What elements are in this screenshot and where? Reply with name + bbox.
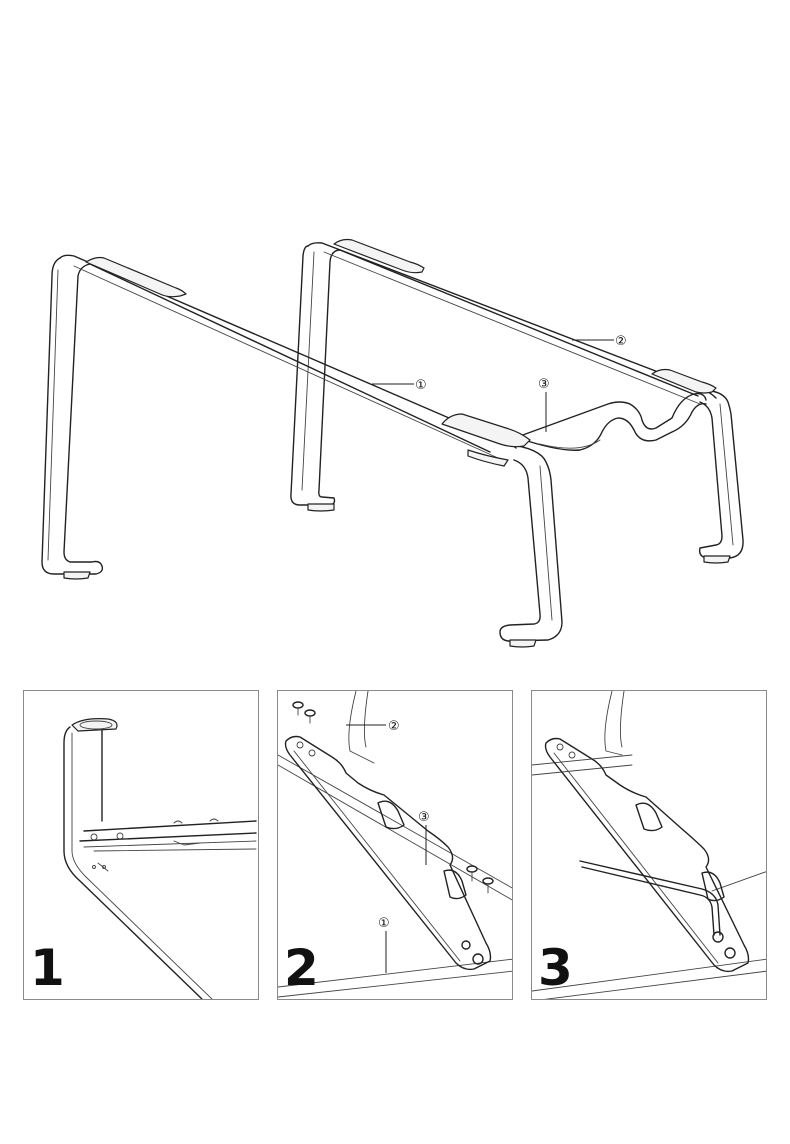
slot [377, 800, 405, 830]
foot-front-left [63, 571, 91, 580]
foot-front-right [509, 639, 537, 648]
bolt-hole [472, 953, 484, 965]
foot-back-left [307, 503, 335, 512]
step-3-drawing [532, 691, 766, 999]
back-leg-right [698, 389, 744, 559]
bolt-hole [90, 833, 98, 841]
bolt-hole [724, 947, 736, 959]
front-leg-left [41, 257, 104, 575]
bolt-hole [712, 931, 724, 943]
screw-icon [292, 701, 304, 716]
step-3-panel: 3 [531, 690, 767, 1000]
step-2-callout-part-3: ③ [418, 810, 430, 825]
slot [443, 869, 467, 900]
slot [701, 871, 725, 902]
callout-part-3: ③ [538, 377, 550, 432]
step-3-number: 3 [538, 939, 573, 997]
step-1-number: 1 [30, 939, 65, 997]
foot-pad-under-rail [467, 449, 509, 467]
step-2-drawing: ② ③ ① [278, 691, 512, 998]
foot-back-right [703, 555, 731, 564]
screw-icon [304, 709, 316, 724]
pad-back-right [651, 368, 717, 394]
back-leg-left [290, 245, 341, 506]
front-leg-right [499, 443, 563, 642]
callout-part-1: ① [372, 378, 427, 393]
screw-icon [482, 877, 494, 894]
step-2-number: 2 [284, 939, 319, 997]
screw-icon [466, 865, 478, 882]
bolt-hole [461, 940, 471, 950]
step-2-callout-part-1: ① [378, 916, 390, 931]
back-rail-part-2 [307, 242, 717, 405]
hex-key-icon [579, 860, 721, 936]
step-2-callout-part-2: ② [388, 719, 400, 734]
crossbar-part-3 [517, 392, 707, 451]
bolt-hole [116, 832, 124, 840]
assembled-stand-drawing: ① ② ③ [41, 238, 744, 648]
pad-back-left [333, 238, 425, 274]
callout-part-3-label: ③ [538, 377, 550, 392]
bolt-hole [296, 741, 304, 749]
pad-front-left [85, 256, 187, 298]
step-2-panel: ② ③ ① 2 [277, 690, 513, 1000]
step-1-drawing [63, 718, 257, 999]
callout-part-1-label: ① [415, 378, 427, 393]
step-1-panel: 1 [23, 690, 259, 1000]
bolt-hole [568, 751, 576, 759]
pad-front-right [441, 413, 531, 448]
bolt-hole [308, 749, 316, 757]
bolt-hole [556, 743, 564, 751]
callout-part-2-label: ② [615, 334, 627, 349]
slot [635, 802, 663, 832]
callout-part-2: ② [572, 334, 627, 349]
front-rail-part-1 [59, 254, 517, 459]
